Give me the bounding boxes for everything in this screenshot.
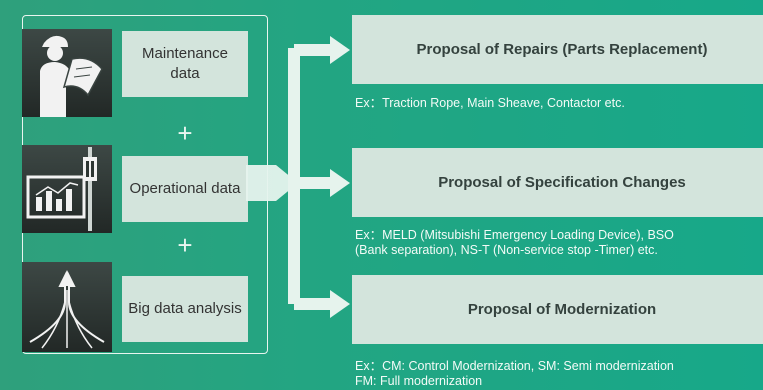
example-line: FM: Full modernization [355, 374, 483, 388]
plus-sign-2: + [177, 230, 193, 260]
main-flow-arrow [246, 165, 298, 201]
flow-arrows [246, 36, 350, 318]
example-line: (Bank separation), NS-T (Non-service sto… [355, 243, 658, 257]
big-data-analysis-label: Big data analysis [128, 300, 242, 317]
flow-trunk [288, 48, 300, 304]
plus-sign-1: + [177, 118, 193, 148]
engineer-icon [22, 29, 112, 117]
converging-arrows-icon [22, 262, 112, 352]
arrow-to-modernization [330, 290, 350, 318]
proposal-modernization-title: Proposal of Modernization [467, 301, 657, 318]
arrow-to-specification [330, 169, 350, 197]
example-line: Ex：MELD (Mitsubishi Emergency Loading De… [355, 228, 674, 242]
proposal-repairs-title: Proposal of Repairs (Parts Replacement) [416, 41, 708, 58]
proposal-specification-box: Proposal of Specification Changes [352, 148, 763, 217]
arrow-to-repairs [330, 36, 350, 64]
proposal-specification-example: Ex：MELD (Mitsubishi Emergency Loading De… [355, 228, 763, 258]
operational-data-label: Operational data [129, 180, 241, 197]
big-data-analysis-box: Big data analysis [122, 276, 248, 342]
example-line: Ex：Traction Rope, Main Sheave, Contactor… [355, 96, 625, 110]
proposal-repairs-example: Ex：Traction Rope, Main Sheave, Contactor… [355, 96, 763, 111]
maintenance-data-label: Maintenance data [142, 45, 228, 82]
operational-monitor-icon [22, 145, 112, 233]
proposal-repairs-box: Proposal of Repairs (Parts Replacement) [352, 15, 763, 84]
maintenance-data-box: Maintenance data [122, 31, 248, 97]
example-line: Ex：CM: Control Modernization, SM: Semi m… [355, 359, 674, 373]
proposal-modernization-example: Ex：CM: Control Modernization, SM: Semi m… [355, 359, 763, 389]
proposal-specification-title: Proposal of Specification Changes [438, 174, 686, 191]
proposal-modernization-box: Proposal of Modernization [352, 275, 763, 344]
operational-data-box: Operational data [122, 156, 248, 222]
